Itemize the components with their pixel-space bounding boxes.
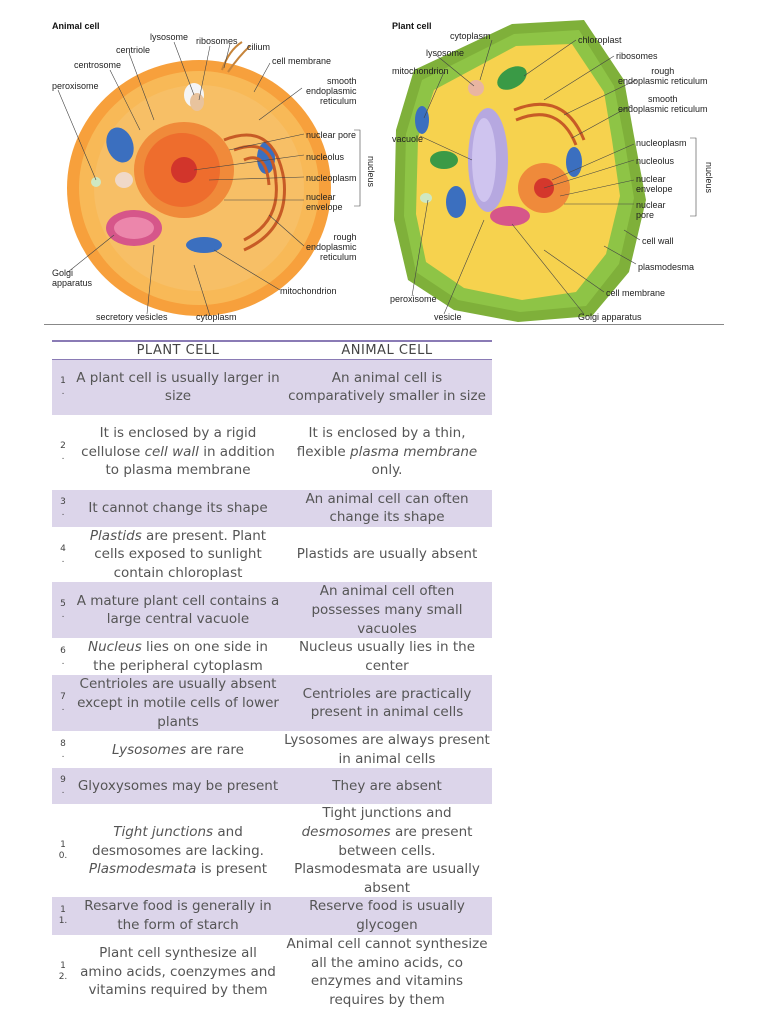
label-animal-cytoplasm: cytoplasm — [196, 312, 237, 322]
label-plant-lysosome: lysosome — [426, 48, 465, 58]
row-number: 1 2. — [58, 961, 68, 983]
row-number: 1 . — [52, 359, 74, 415]
plant-cell-cell: Lysosomes are rare — [112, 741, 244, 758]
label-animal-lysosome: lysosome — [150, 32, 189, 42]
table-row: 4 . Plastids are present. Plant cells ex… — [52, 527, 492, 583]
label-plant-vesicle: vesicle — [434, 312, 462, 322]
label-animal-smooth-er: smooth endoplasmic reticulum — [306, 76, 357, 106]
animal-cell-cell: An animal cell can often change its shap… — [282, 489, 492, 527]
label-animal-nuclear-pore: nuclear pore — [306, 130, 357, 140]
animal-cell-cell: It is enclosed by a thin, flexible plasm… — [296, 425, 478, 479]
row-number: 3 . — [52, 489, 74, 527]
plant-cell-title: Plant cell — [392, 21, 432, 31]
animal-cell-cell: An animal cell often possesses many smal… — [282, 582, 492, 639]
table-row: 1 . A plant cell is usually larger in si… — [52, 359, 492, 415]
table-row: 1 1. Resarve food is generally in the fo… — [52, 897, 492, 935]
plant-cell-cell: Tight junctions and desmosomes are lacki… — [88, 824, 268, 878]
header-animal-cell: ANIMAL CELL — [282, 340, 492, 360]
plant-vs-animal-table: PLANT CELL ANIMAL CELL 1 . A plant cell … — [52, 340, 492, 1010]
header-num — [52, 340, 74, 360]
cell-illustration — [57, 20, 697, 322]
row-number: 1 1. — [52, 897, 74, 935]
animal-cell-cell: An animal cell is comparatively smaller … — [282, 359, 492, 415]
table-row: 3 . It cannot change its shape An animal… — [52, 489, 492, 527]
plant-cell-cell: Plant cell synthesize all amino acids, c… — [80, 945, 276, 999]
plant-cell-cell: Nucleus lies on one side in the peripher… — [88, 639, 268, 674]
plant-cell-cell: Plastids are present. Plant cells expose… — [89, 527, 267, 581]
table-row: 8 . Lysosomes are rare Lysosomes are alw… — [52, 731, 492, 768]
label-plant-nucleoplasm: nucleoplasm — [636, 138, 687, 148]
animal-cell-cell: Animal cell cannot synthesize all the am… — [286, 935, 488, 1008]
table-row: 9 . Glyoxysomes may be present They are … — [52, 768, 492, 805]
label-animal-nucleolus: nucleolus — [306, 152, 345, 162]
label-plant-ribosomes: ribosomes — [616, 51, 658, 61]
plant-cell-cell: Resarve food is generally in the form of… — [74, 897, 282, 935]
table-row: 7 . Centrioles are usually absent except… — [52, 675, 492, 732]
label-animal-cell-membrane: cell membrane — [272, 56, 332, 66]
label-plant-cytoplasm: cytoplasm — [450, 31, 491, 41]
plant-leader-lines — [411, 39, 697, 315]
cell-comparison-figure: Animal cell lysosome ribosomes centriole… — [44, 10, 724, 326]
row-number: 7 . — [52, 675, 74, 732]
label-plant-mitochondrion: mitochondrion — [392, 66, 449, 76]
plant-cell-cell: Glyoxysomes may be present — [74, 768, 282, 805]
label-animal-peroxisome: peroxisome — [52, 81, 99, 91]
row-number: 1 0. — [58, 839, 68, 861]
label-animal-nucleoplasm: nucleoplasm — [306, 173, 357, 183]
figure-divider — [44, 324, 724, 325]
animal-cell-cell: They are absent — [282, 768, 492, 805]
label-animal-golgi: Golgi apparatus — [52, 268, 93, 288]
label-animal-centriole: centriole — [116, 45, 151, 55]
label-plant-nucleolus: nucleolus — [636, 156, 675, 166]
label-animal-mitochondrion: mitochondrion — [280, 286, 337, 296]
table-row: 2 . It is enclosed by a rigid cellulose … — [52, 415, 492, 490]
table-row: 1 2. Plant cell synthesize all amino aci… — [52, 935, 492, 1010]
row-number: 6 . — [60, 645, 66, 667]
animal-cell-drawing — [67, 41, 331, 316]
label-animal-secretory-vesicles: secretory vesicles — [96, 312, 168, 322]
plant-cell-cell: Centrioles are usually absent except in … — [74, 675, 282, 732]
animal-cell-cell: Plastids are usually absent — [296, 546, 478, 563]
row-number: 4 . — [60, 543, 66, 565]
label-plant-peroxisome: peroxisome — [390, 294, 437, 304]
table-row: 1 0. Tight junctions and desmosomes are … — [52, 804, 492, 897]
row-number: 9 . — [52, 768, 74, 805]
animal-cell-cell: Lysosomes are always present in animal c… — [284, 732, 490, 767]
animal-leader-lines — [57, 41, 361, 317]
row-number: 5 . — [52, 582, 74, 639]
table-row: 5 . A mature plant cell contains a large… — [52, 582, 492, 639]
animal-cell-cell: Centrioles are practically present in an… — [282, 675, 492, 732]
animal-cell-cell: Reserve food is usually glycogen — [282, 897, 492, 935]
animal-cell-title: Animal cell — [52, 21, 100, 31]
label-plant-cell-wall: cell wall — [642, 236, 674, 246]
header-plant-cell: PLANT CELL — [74, 340, 282, 360]
label-plant-chloroplast: chloroplast — [578, 35, 622, 45]
label-animal-centrosome: centrosome — [74, 60, 122, 70]
label-plant-nuclear-envelope: nuclear envelope — [636, 174, 673, 194]
label-plant-cell-membrane: cell membrane — [606, 288, 666, 298]
row-number: 2 . — [60, 441, 66, 462]
label-animal-rough-er: rough endoplasmic reticulum — [306, 232, 357, 262]
plant-cell-cell: It is enclosed by a rigid cellulose cell… — [81, 425, 275, 479]
row-number: 8 . — [60, 738, 66, 760]
label-animal-nuclear-envelope: nuclear envelope — [306, 192, 343, 212]
label-plant-vacuole: vacuole — [392, 134, 424, 144]
label-animal-ribosomes: ribosomes — [196, 36, 238, 46]
label-animal-nucleus: nucleus — [366, 156, 376, 188]
label-plant-nucleus: nucleus — [704, 162, 714, 194]
label-plant-rough-er: rough endoplasmic reticulum — [618, 66, 708, 86]
plant-cell-drawing — [394, 20, 646, 322]
animal-cell-cell: Tight junctions and desmosomes are prese… — [294, 805, 480, 896]
plant-cell-cell: A mature plant cell contains a large cen… — [74, 582, 282, 639]
plant-cell-cell: It cannot change its shape — [74, 489, 282, 527]
table-header-row: PLANT CELL ANIMAL CELL — [52, 340, 492, 360]
plant-cell-cell: A plant cell is usually larger in size — [74, 359, 282, 415]
label-plant-plasmodesma: plasmodesma — [638, 262, 695, 272]
label-animal-cilium: cilium — [247, 42, 271, 52]
table-row: 6 . Nucleus lies on one side in the peri… — [52, 638, 492, 675]
label-plant-smooth-er: smooth endoplasmic reticulum — [618, 94, 708, 114]
label-plant-golgi: Golgi apparatus — [578, 312, 642, 322]
animal-cell-cell: Nucleus usually lies in the center — [298, 639, 476, 674]
label-plant-nuclear-pore: nuclear pore — [636, 200, 666, 220]
